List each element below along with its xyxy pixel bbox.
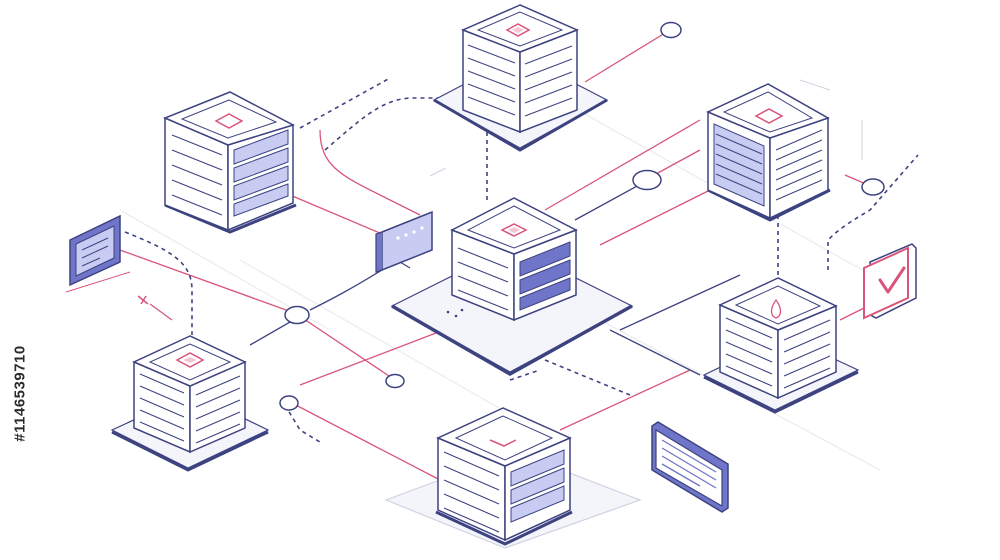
monitor-icon — [65, 214, 131, 293]
checkmark-icon — [863, 243, 917, 320]
server-chip-icon — [489, 439, 517, 447]
tablet-icon — [375, 210, 433, 273]
connection-node — [660, 21, 682, 39]
server-chip-icon — [500, 223, 528, 237]
stock-image-id-watermark: #1146539710 — [6, 318, 34, 468]
droplet-icon — [770, 298, 782, 319]
server-bottom-center — [384, 407, 642, 549]
connection-node — [632, 169, 662, 191]
server-top-left — [163, 91, 297, 234]
connection-node — [284, 305, 310, 325]
connection-node — [385, 373, 405, 389]
stock-image-id: #1146539710 — [11, 344, 29, 442]
server-right-top — [706, 83, 831, 222]
monitor-icon — [651, 421, 729, 513]
connection-node — [861, 178, 885, 196]
server-bottom-left — [110, 335, 270, 472]
server-chip-icon — [175, 352, 205, 368]
server-right-bottom — [702, 277, 860, 414]
server-top — [432, 4, 609, 152]
connection-node — [279, 395, 299, 411]
central-server-platform-icon — [390, 197, 634, 377]
connection-nodes — [279, 21, 885, 411]
accent-dash — [149, 303, 173, 321]
decorative-marks — [429, 79, 863, 177]
server-chip-icon — [214, 113, 244, 129]
dashed-connections — [124, 60, 919, 443]
server-chip-icon — [505, 23, 531, 37]
sparkle-icon — [137, 295, 149, 305]
server-chip-icon — [754, 108, 784, 124]
